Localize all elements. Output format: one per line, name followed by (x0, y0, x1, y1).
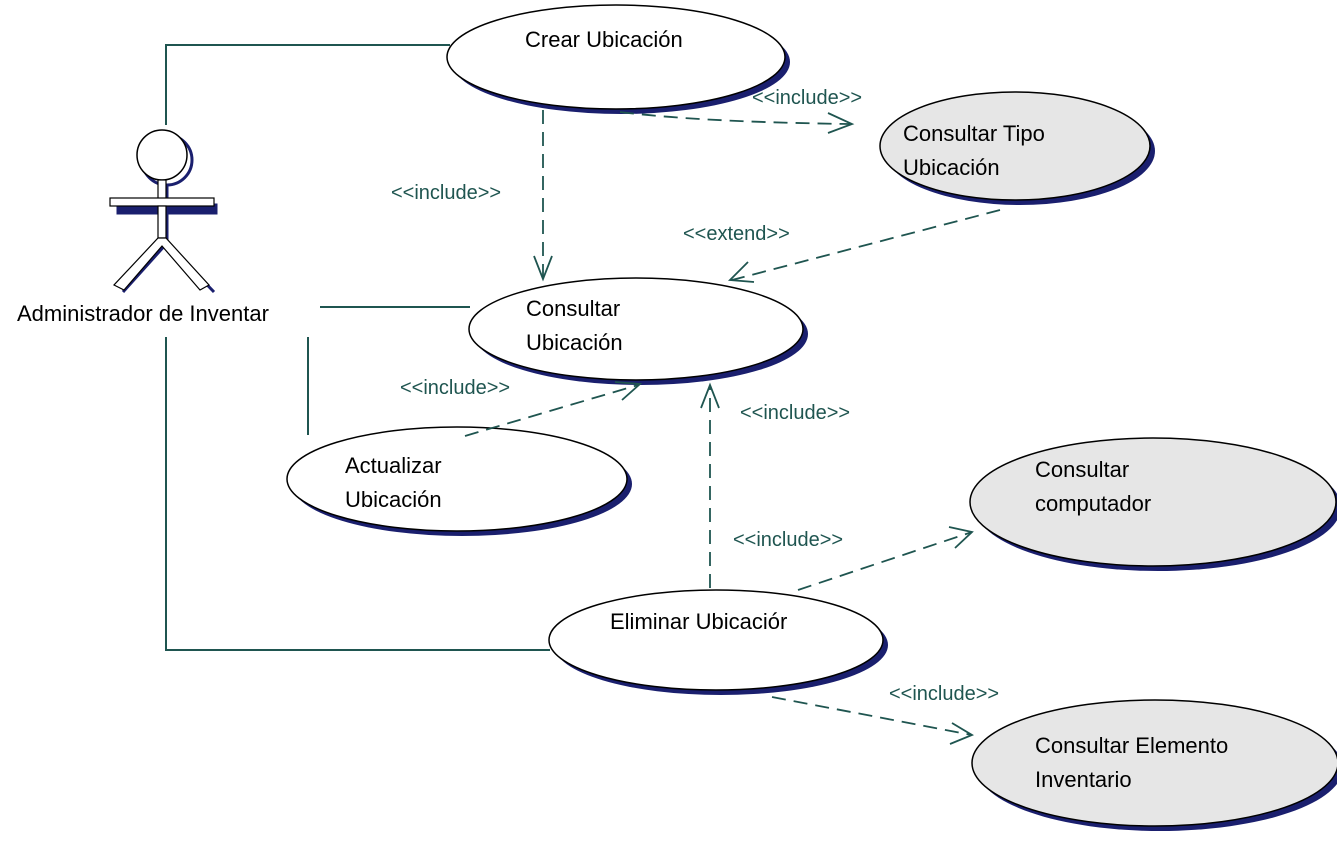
use-case-consultar-elemento-label-2: Inventario (1035, 767, 1132, 792)
use-case-actualizar-label-2: Ubicación (345, 487, 442, 512)
dependency-crear-consultar (533, 110, 553, 282)
actor-associations (165, 44, 550, 651)
dependency-eliminar-consultar (700, 382, 720, 588)
dependency-crear-tipo (619, 111, 855, 134)
use-case-consultar-label-1: Consultar (526, 296, 620, 321)
use-case-consultar-tipo-label-1: Consultar Tipo (903, 121, 1045, 146)
use-case-consultar-tipo-ellipse (879, 91, 1151, 201)
use-case-consultar-computador-ellipse (969, 437, 1337, 567)
label-crear-tipo: <<include>> (752, 87, 862, 109)
use-case-consultar-computador[interactable]: Consultar computador (969, 437, 1337, 571)
use-case-actualizar-ellipse (286, 426, 628, 532)
use-case-eliminar-label: Eliminar Ubicaciór (610, 609, 787, 634)
use-case-consultar-elemento-ellipse (971, 699, 1337, 827)
use-case-consultar-label-2: Ubicación (526, 330, 623, 355)
use-case-consultar-elemento-inventario[interactable]: Consultar Elemento Inventario (971, 699, 1337, 831)
association-crear (165, 44, 450, 125)
use-case-consultar-elemento-label-1: Consultar Elemento (1035, 733, 1228, 758)
label-eliminar-elemento: <<include>> (889, 683, 999, 705)
use-case-consultar-computador-label-1: Consultar (1035, 457, 1129, 482)
use-case-crear-label: Crear Ubicación (525, 27, 683, 52)
actor-figure[interactable] (109, 129, 218, 294)
use-case-crear-ubicacion[interactable]: Crear Ubicación (446, 4, 790, 114)
label-crear-consultar: <<include>> (391, 182, 501, 204)
use-case-actualizar-label-1: Actualizar (345, 453, 442, 478)
dependency-tipo-consultar (727, 209, 1001, 283)
use-case-eliminar-ellipse (548, 589, 884, 691)
use-case-consultar-tipo-label-2: Ubicación (903, 155, 1000, 180)
use-case-consultar-ubicacion[interactable]: Consultar Ubicación (468, 277, 808, 385)
association-eliminar (165, 337, 550, 651)
label-eliminar-computador: <<include>> (733, 529, 843, 551)
dependency-eliminar-elemento (771, 696, 975, 745)
use-case-eliminar-ubicacion[interactable]: Eliminar Ubicaciór (548, 589, 888, 695)
label-tipo-consultar: <<extend>> (683, 223, 790, 245)
label-actualizar-consultar: <<include>> (400, 377, 510, 399)
use-case-consultar-tipo-ubicacion[interactable]: Consultar Tipo Ubicación (879, 91, 1155, 205)
actor-name: Administrador de Inventar (17, 301, 269, 326)
dependency-eliminar-computador (797, 526, 974, 591)
dependency-actualizar-consultar (464, 381, 643, 437)
use-case-consultar-ellipse (468, 277, 804, 381)
use-case-crear-ellipse (446, 4, 786, 110)
use-case-actualizar-ubicacion[interactable]: Actualizar Ubicación (286, 426, 632, 536)
label-eliminar-consultar: <<include>> (740, 402, 850, 424)
use-case-consultar-computador-label-2: computador (1035, 491, 1151, 516)
